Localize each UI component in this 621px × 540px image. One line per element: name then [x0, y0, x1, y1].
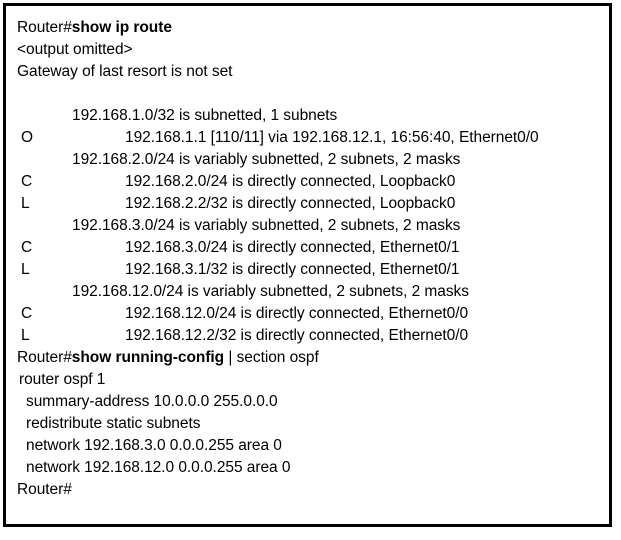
cli-output-line: Gateway of last resort is not set	[17, 63, 233, 80]
route-code: L	[21, 327, 30, 344]
cli-blank-line	[6, 83, 609, 105]
route-code: C	[21, 173, 33, 190]
cli-command: show running-config	[71, 349, 225, 366]
route-detail: 192.168.12.0/24 is directly connected, E…	[125, 305, 469, 322]
route-code: C	[21, 305, 33, 322]
route-entry-row: L 192.168.3.1/32 is directly connected, E…	[6, 259, 609, 281]
route-entry-row: C 192.168.3.0/24 is directly connected, E…	[6, 237, 609, 259]
cli-command: show ip route	[71, 19, 172, 36]
subnet-header-line: 192.168.3.0/24 is variably subnetted, 2 …	[72, 217, 461, 234]
route-code: L	[21, 195, 30, 212]
config-line: redistribute static subnets	[26, 415, 201, 432]
config-line: network 192.168.12.0 0.0.0.255 area 0	[26, 459, 291, 476]
route-detail: 192.168.2.0/24 is directly connected, Lo…	[125, 173, 456, 190]
subnet-header-line: 192.168.1.0/32 is subnetted, 1 subnets	[72, 107, 338, 124]
config-line: network 192.168.3.0 0.0.0.255 area 0	[26, 437, 282, 454]
cli-output-line: <output omitted>	[17, 41, 133, 58]
cli-command-line: Router#show running-config | section osp…	[6, 347, 609, 369]
subnet-header-line: 192.168.2.0/24 is variably subnetted, 2 …	[72, 151, 461, 168]
route-entry-row: O 192.168.1.1 [110/11] via 192.168.12.1, …	[6, 127, 609, 149]
route-detail: 192.168.12.2/32 is directly connected, E…	[125, 327, 469, 344]
cli-output-line: Router#	[17, 481, 72, 498]
route-entry-row: C 192.168.2.0/24 is directly connected, L…	[6, 171, 609, 193]
cli-command-suffix: | section ospf	[224, 349, 319, 366]
route-code: L	[21, 261, 30, 278]
route-entry-row: L 192.168.12.2/32 is directly connected, …	[6, 325, 609, 347]
route-detail: 192.168.3.0/24 is directly connected, Et…	[125, 239, 460, 256]
cli-output-panel: Router#show ip route<output omitted>Gate…	[3, 3, 612, 527]
config-line: summary-address 10.0.0.0 255.0.0.0	[26, 393, 278, 410]
cli-prompt: Router#	[17, 349, 72, 366]
route-entry-row: C 192.168.12.0/24 is directly connected, …	[6, 303, 609, 325]
subnet-header-line: 192.168.12.0/24 is variably subnetted, 2…	[72, 283, 469, 300]
config-section-header: router ospf 1	[19, 371, 106, 388]
route-detail: 192.168.1.1 [110/11] via 192.168.12.1, 1…	[125, 129, 539, 146]
route-code: C	[21, 239, 33, 256]
cli-command-line: Router#show ip route	[6, 17, 609, 39]
route-code: O	[21, 129, 34, 146]
route-detail: 192.168.2.2/32 is directly connected, Lo…	[125, 195, 456, 212]
route-detail: 192.168.3.1/32 is directly connected, Et…	[125, 261, 460, 278]
cli-prompt: Router#	[17, 19, 72, 36]
route-entry-row: L 192.168.2.2/32 is directly connected, L…	[6, 193, 609, 215]
cli-output-body: Router#show ip route<output omitted>Gate…	[6, 6, 609, 501]
